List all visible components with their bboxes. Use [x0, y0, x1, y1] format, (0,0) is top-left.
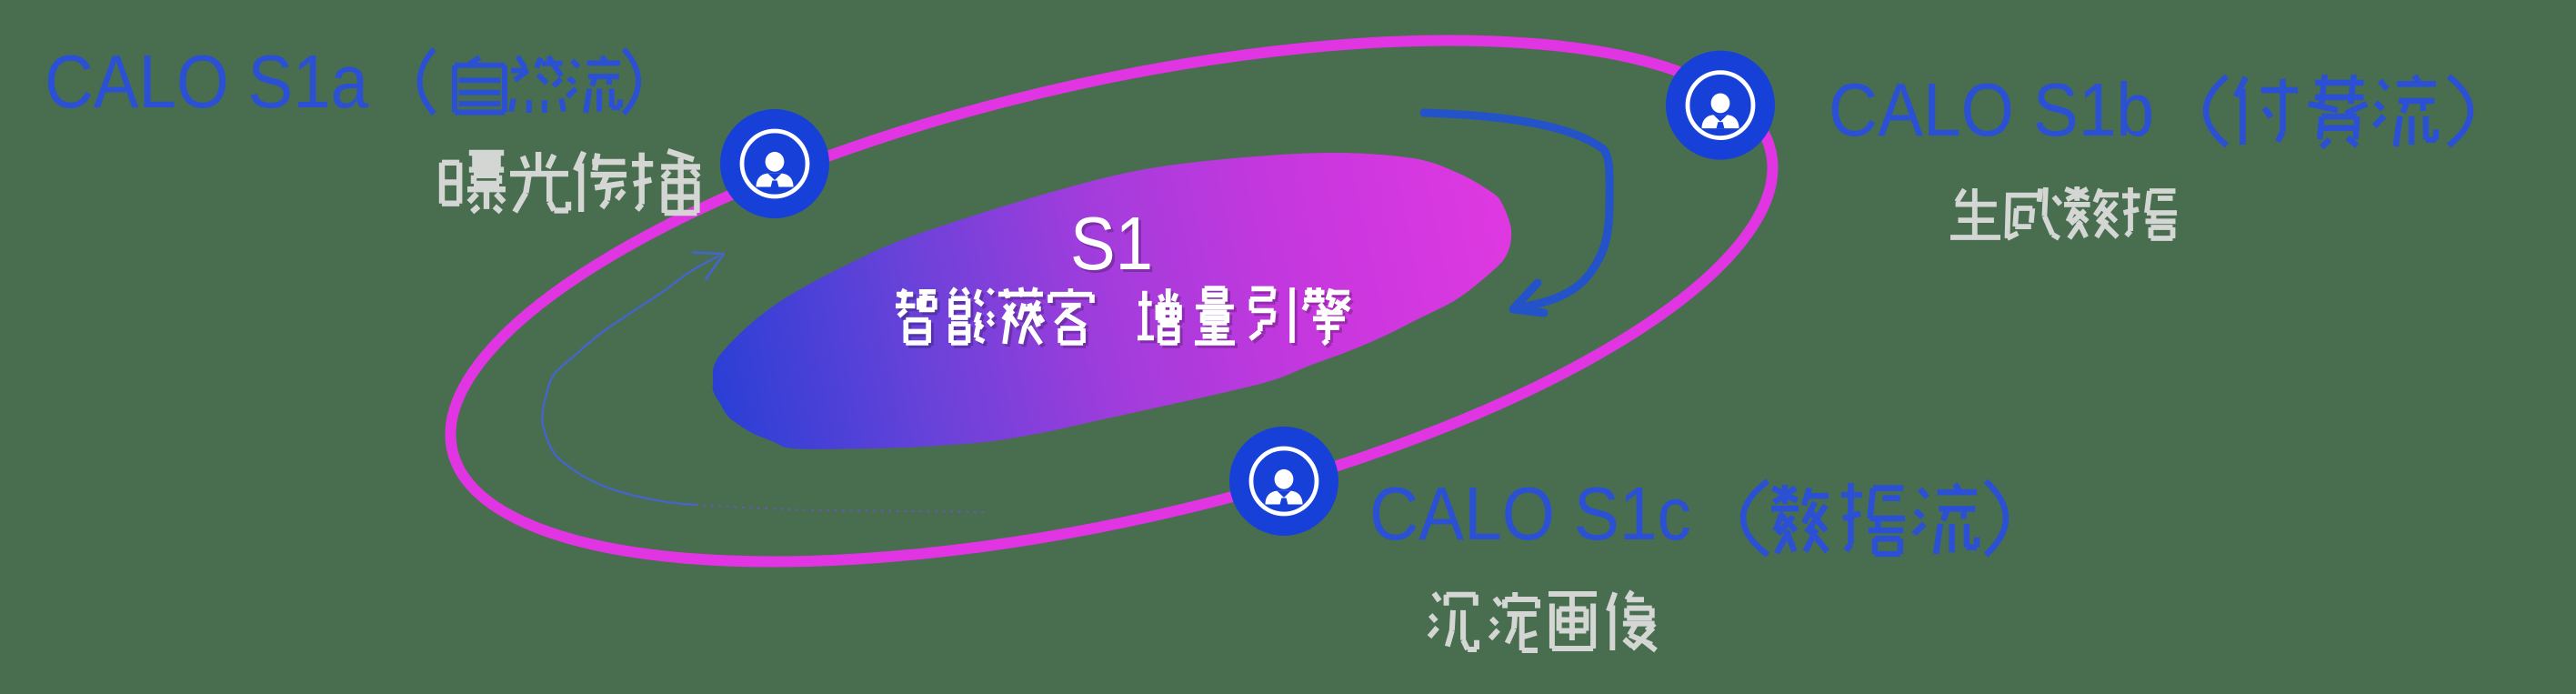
svg-text:CALO S1b: CALO S1b — [1829, 67, 2154, 152]
svg-text:S1: S1 — [1073, 204, 1156, 288]
svg-text:CALO S1c: CALO S1c — [1369, 471, 1691, 556]
svg-text:S1: S1 — [1070, 201, 1153, 286]
svg-text:CALO S1a: CALO S1a — [45, 39, 369, 124]
